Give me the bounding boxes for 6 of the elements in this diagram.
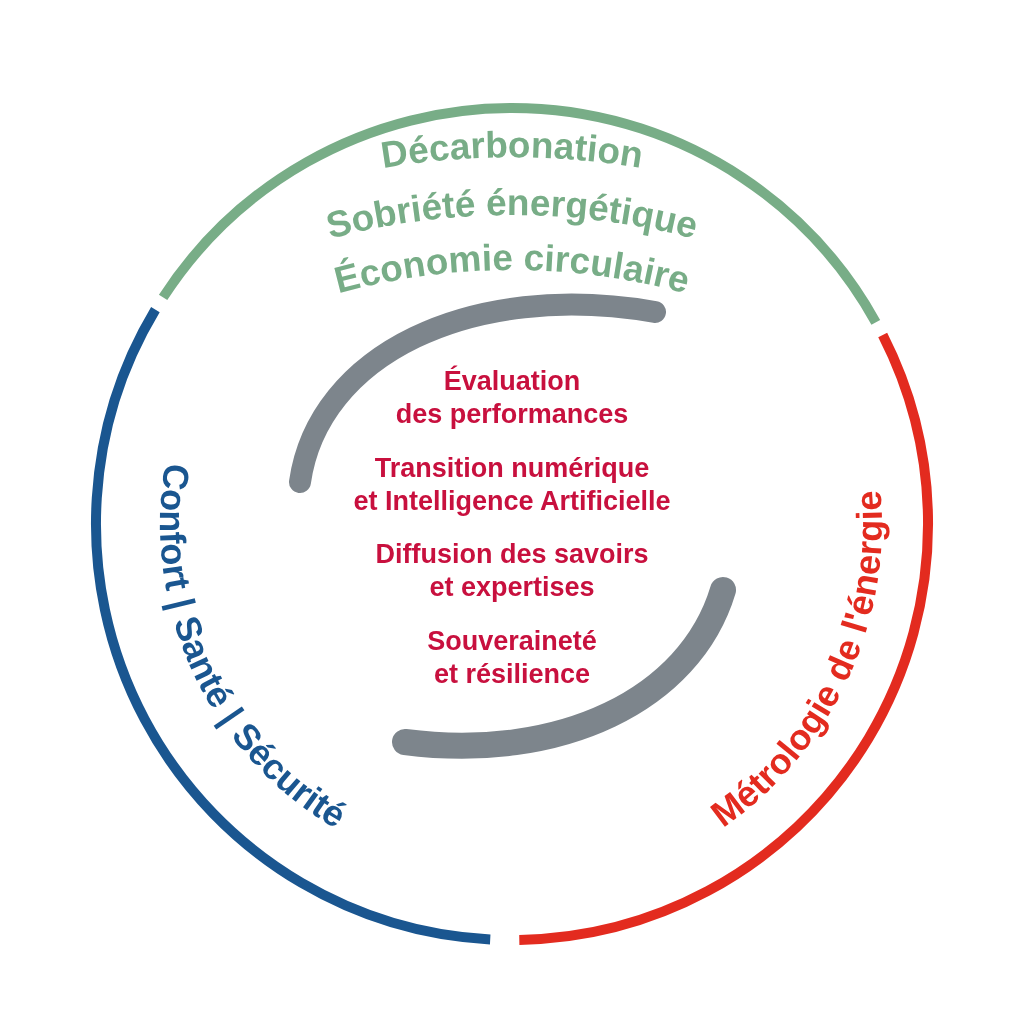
topic-label: Souveraineté et résilience (427, 626, 597, 689)
topic-label: Transition numérique et Intelligence Artificielle (353, 453, 671, 516)
theme-label: Décarbonation (378, 124, 646, 176)
theme-label: Économie circulaire (330, 236, 694, 302)
topic-label: Évaluation des performances (395, 366, 629, 429)
topic-label: Diffusion des savoirs et expertises (375, 539, 649, 602)
